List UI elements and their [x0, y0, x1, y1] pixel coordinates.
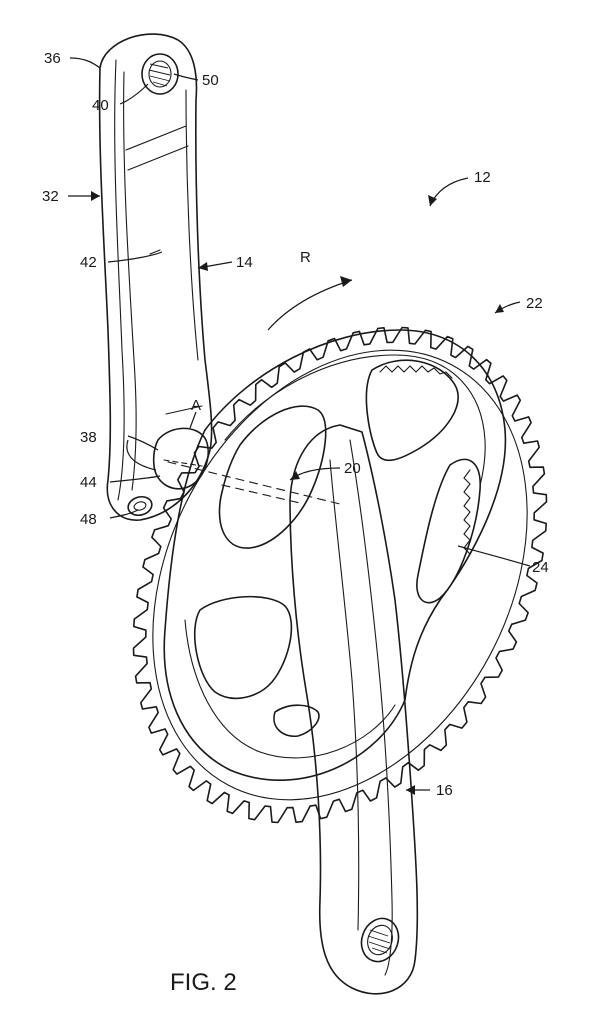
- label-48: 48: [80, 511, 97, 528]
- left-arm-edge-2: [124, 72, 137, 490]
- pinch-bolt: [126, 494, 154, 518]
- left-arm-stripe-2: [128, 146, 188, 170]
- chainring-inner-edge: [78, 285, 602, 865]
- right-arm-ridge-2: [330, 460, 359, 930]
- left-arm-edge-1: [115, 60, 124, 500]
- leader-12: [430, 178, 468, 206]
- rotation-arrow: [268, 276, 352, 330]
- label-50: 50: [202, 72, 219, 89]
- label-36: 36: [44, 50, 61, 67]
- label-A: A: [191, 397, 201, 414]
- label-16: 16: [436, 782, 453, 799]
- leader-44: [110, 476, 160, 482]
- label-22: 22: [526, 295, 543, 312]
- label-38: 38: [80, 429, 97, 446]
- label-12: 12: [474, 169, 491, 186]
- right-crank-arm: [290, 425, 417, 994]
- pedal-hole-left: [142, 54, 178, 94]
- label-14: 14: [236, 254, 253, 271]
- left-arm-stripe-1: [126, 126, 186, 150]
- left-crank-arm: [100, 34, 212, 520]
- rotation-arrow-curve: [268, 280, 352, 330]
- leader-42: [108, 252, 162, 262]
- spider-window-right: [417, 459, 480, 602]
- leader-32-head: [91, 191, 100, 201]
- label-40: 40: [92, 97, 109, 114]
- rotation-arrow-head: [340, 276, 352, 287]
- spider-window-right-top: [366, 360, 458, 460]
- leader-36: [70, 58, 100, 68]
- leader-38b: [127, 440, 156, 470]
- spider-body: [164, 330, 505, 780]
- leader-38: [128, 436, 158, 450]
- label-20: 20: [344, 460, 361, 477]
- label-42: 42: [80, 254, 97, 271]
- label-32: 32: [42, 188, 59, 205]
- label-44: 44: [80, 474, 97, 491]
- left-arm-spindle-cutout: [154, 428, 209, 488]
- leader-A: [190, 412, 196, 428]
- pedal-hole-right-threads: [368, 930, 390, 953]
- spider-window-lower: [195, 597, 292, 699]
- label-R: R: [300, 249, 311, 266]
- figure-caption: FIG. 2: [170, 969, 237, 996]
- right-arm-ridge-1: [350, 440, 392, 975]
- chainring: [78, 285, 602, 865]
- pinch-bolt-inner: [133, 501, 147, 512]
- label-24: 24: [532, 559, 549, 576]
